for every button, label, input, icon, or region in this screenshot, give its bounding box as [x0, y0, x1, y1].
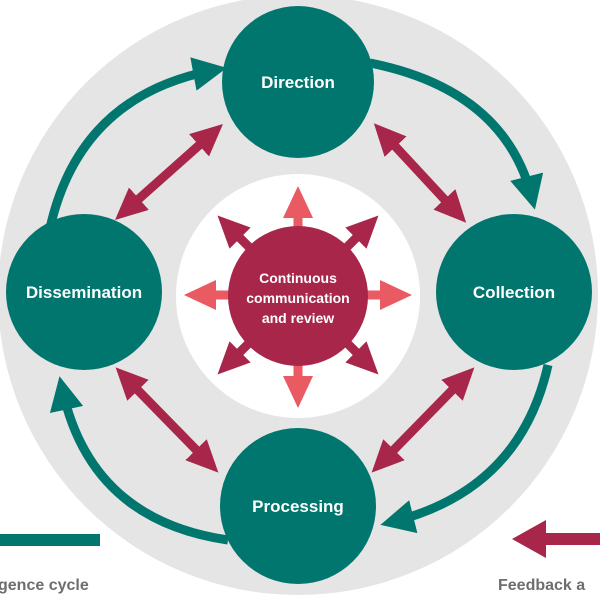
feedback-arrow-dissemination-direction: [115, 124, 223, 220]
node-direction-label: Direction: [261, 73, 335, 92]
center-label-line3: and review: [262, 310, 334, 326]
cycle-arrow-dissemination-to-direction: [45, 57, 227, 229]
node-dissemination-label: Dissemination: [26, 283, 142, 302]
feedback-arrow-direction-collection: [373, 123, 467, 223]
feedback-arrow-collection-processing: [371, 367, 475, 473]
center-hub: [228, 226, 368, 366]
legend-cycle-line: [0, 534, 100, 546]
legend-feedback-line: [540, 533, 600, 545]
center-label-line1: Continuous: [259, 270, 337, 286]
feedback-arrow-processing-dissemination: [115, 367, 219, 473]
node-dissemination: [6, 214, 162, 370]
node-collection: [436, 214, 592, 370]
legend-feedback-arrowhead: [512, 520, 546, 558]
node-collection-label: Collection: [473, 283, 555, 302]
legend-cycle-label: gence cycle: [0, 577, 89, 594]
cycle-arrow-processing-to-dissemination: [49, 376, 229, 545]
center-label-line2: communication: [246, 290, 349, 306]
legend-feedback-label: Feedback a: [498, 577, 585, 594]
cycle-arrow-direction-to-collection: [369, 58, 544, 210]
node-processing: [220, 428, 376, 584]
cycle-arrow-collection-to-processing: [380, 364, 553, 534]
node-processing-label: Processing: [252, 497, 344, 516]
node-direction: [222, 6, 374, 158]
